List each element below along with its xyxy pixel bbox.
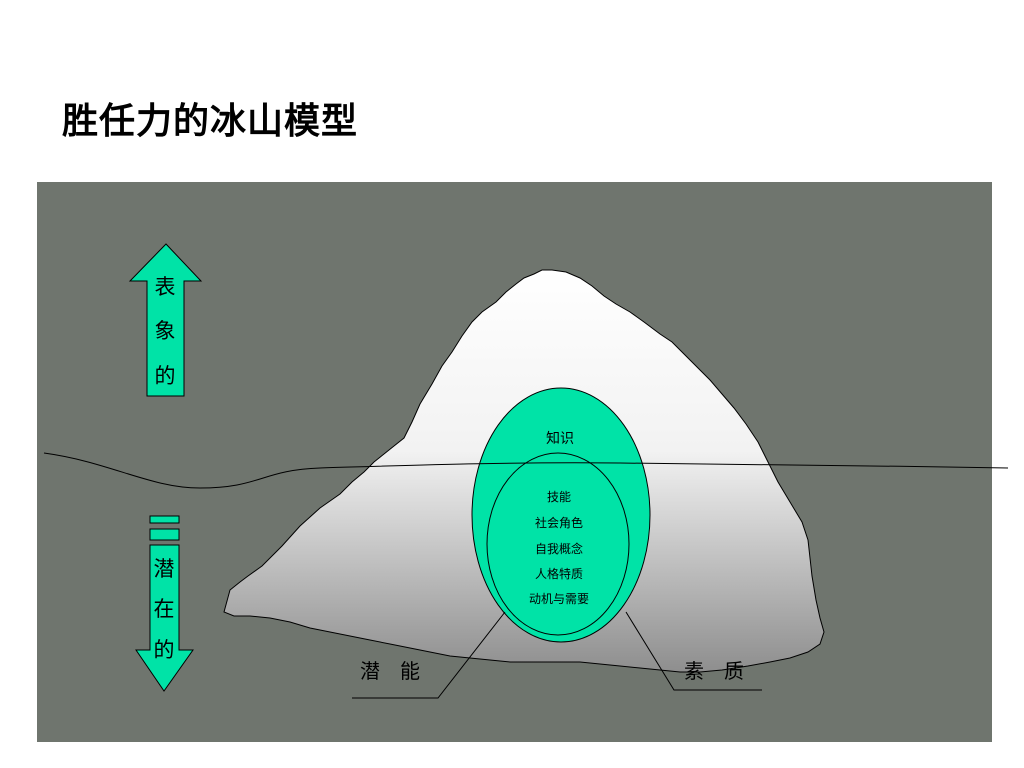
- surface-label-char: 表: [155, 275, 176, 299]
- slide-title: 胜任力的冰山模型: [62, 101, 359, 142]
- potential-label: 潜 能: [360, 659, 420, 683]
- layer-label: 自我概念: [535, 541, 583, 556]
- hidden-arrow-down: [135, 544, 194, 692]
- hidden-label-char: 的: [154, 638, 175, 662]
- hidden-label-char: 潜: [154, 557, 175, 581]
- callout-line-right: [625, 611, 762, 691]
- layer-label: 社会角色: [535, 515, 583, 530]
- layer-label: 动机与需要: [529, 592, 589, 606]
- hidden-arrow-bar: [149, 515, 180, 524]
- surface-label-char: 的: [155, 364, 176, 388]
- surface-label-char: 象: [155, 319, 176, 343]
- layer-label: 人格特质: [535, 566, 583, 581]
- quality-label: 素 质: [684, 659, 744, 683]
- water-line: [43, 452, 1009, 489]
- hidden-arrow-bar: [149, 528, 180, 541]
- knowledge-skill-ellipse: [471, 387, 651, 643]
- surface-arrow-up: [128, 243, 203, 397]
- inner-ellipse: [486, 452, 630, 636]
- hidden-label-char: 在: [154, 597, 175, 621]
- callout-line-left: [352, 611, 506, 699]
- knowledge-label: 知识: [546, 430, 574, 447]
- layer-label: 技能: [547, 490, 571, 504]
